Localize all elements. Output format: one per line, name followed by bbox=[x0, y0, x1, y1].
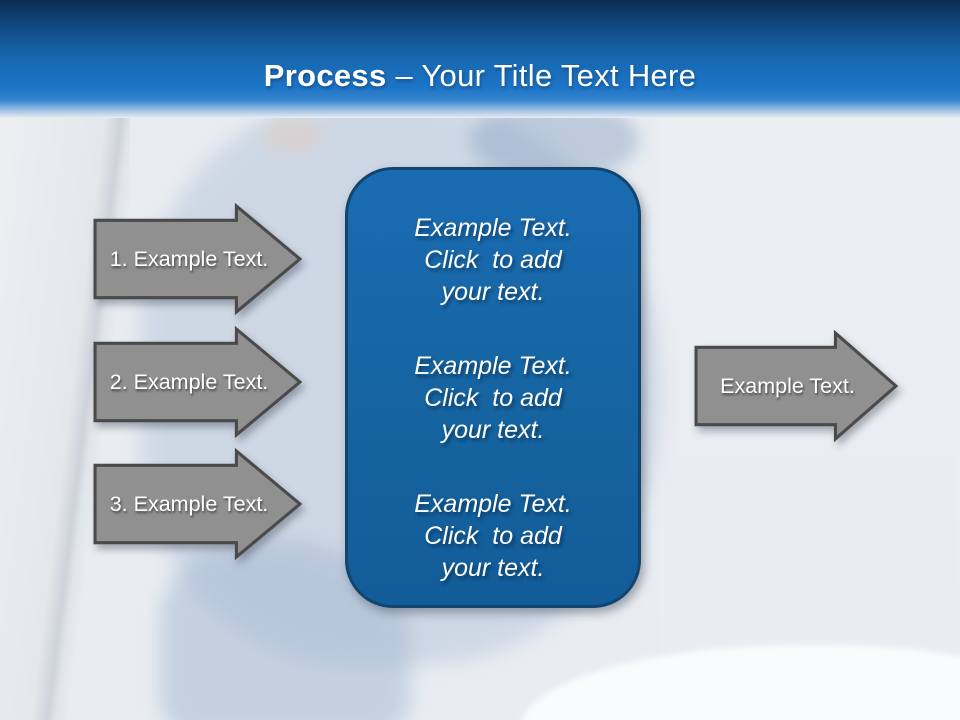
arrow-right-shape bbox=[93, 203, 303, 315]
text-placeholder-1[interactable]: Example Text. Click to add your text. bbox=[414, 213, 572, 306]
background-fixture bbox=[520, 645, 960, 720]
slide-title[interactable]: Process– Your Title Text Here bbox=[264, 58, 696, 94]
text-placeholder-3[interactable]: Example Text. Click to add your text. bbox=[414, 489, 572, 582]
text-placeholder-2[interactable]: Example Text. Click to add your text. bbox=[414, 351, 572, 444]
arrow-label: 2. Example Text. bbox=[109, 369, 269, 394]
arrow-right-shape bbox=[93, 326, 303, 438]
process-arrow-3[interactable]: 3. Example Text. bbox=[93, 448, 303, 560]
process-arrow-1[interactable]: 1. Example Text. bbox=[93, 203, 303, 315]
arrow-right-shape bbox=[694, 330, 899, 442]
arrow-right-shape bbox=[93, 448, 303, 560]
arrow-label: 3. Example Text. bbox=[109, 491, 269, 516]
process-arrow-2[interactable]: 2. Example Text. bbox=[93, 326, 303, 438]
arrow-label: 1. Example Text. bbox=[109, 246, 269, 271]
background-worker-face bbox=[262, 118, 322, 152]
header-band: Process– Your Title Text Here bbox=[0, 0, 960, 118]
center-text-box[interactable]: Example Text. Click to add your text. Ex… bbox=[345, 167, 641, 608]
arrow-label: Example Text. bbox=[720, 373, 855, 398]
slide-title-rest: – Your Title Text Here bbox=[395, 58, 697, 93]
slide-title-bold: Process bbox=[263, 58, 387, 93]
process-arrow-output[interactable]: Example Text. bbox=[694, 330, 899, 442]
